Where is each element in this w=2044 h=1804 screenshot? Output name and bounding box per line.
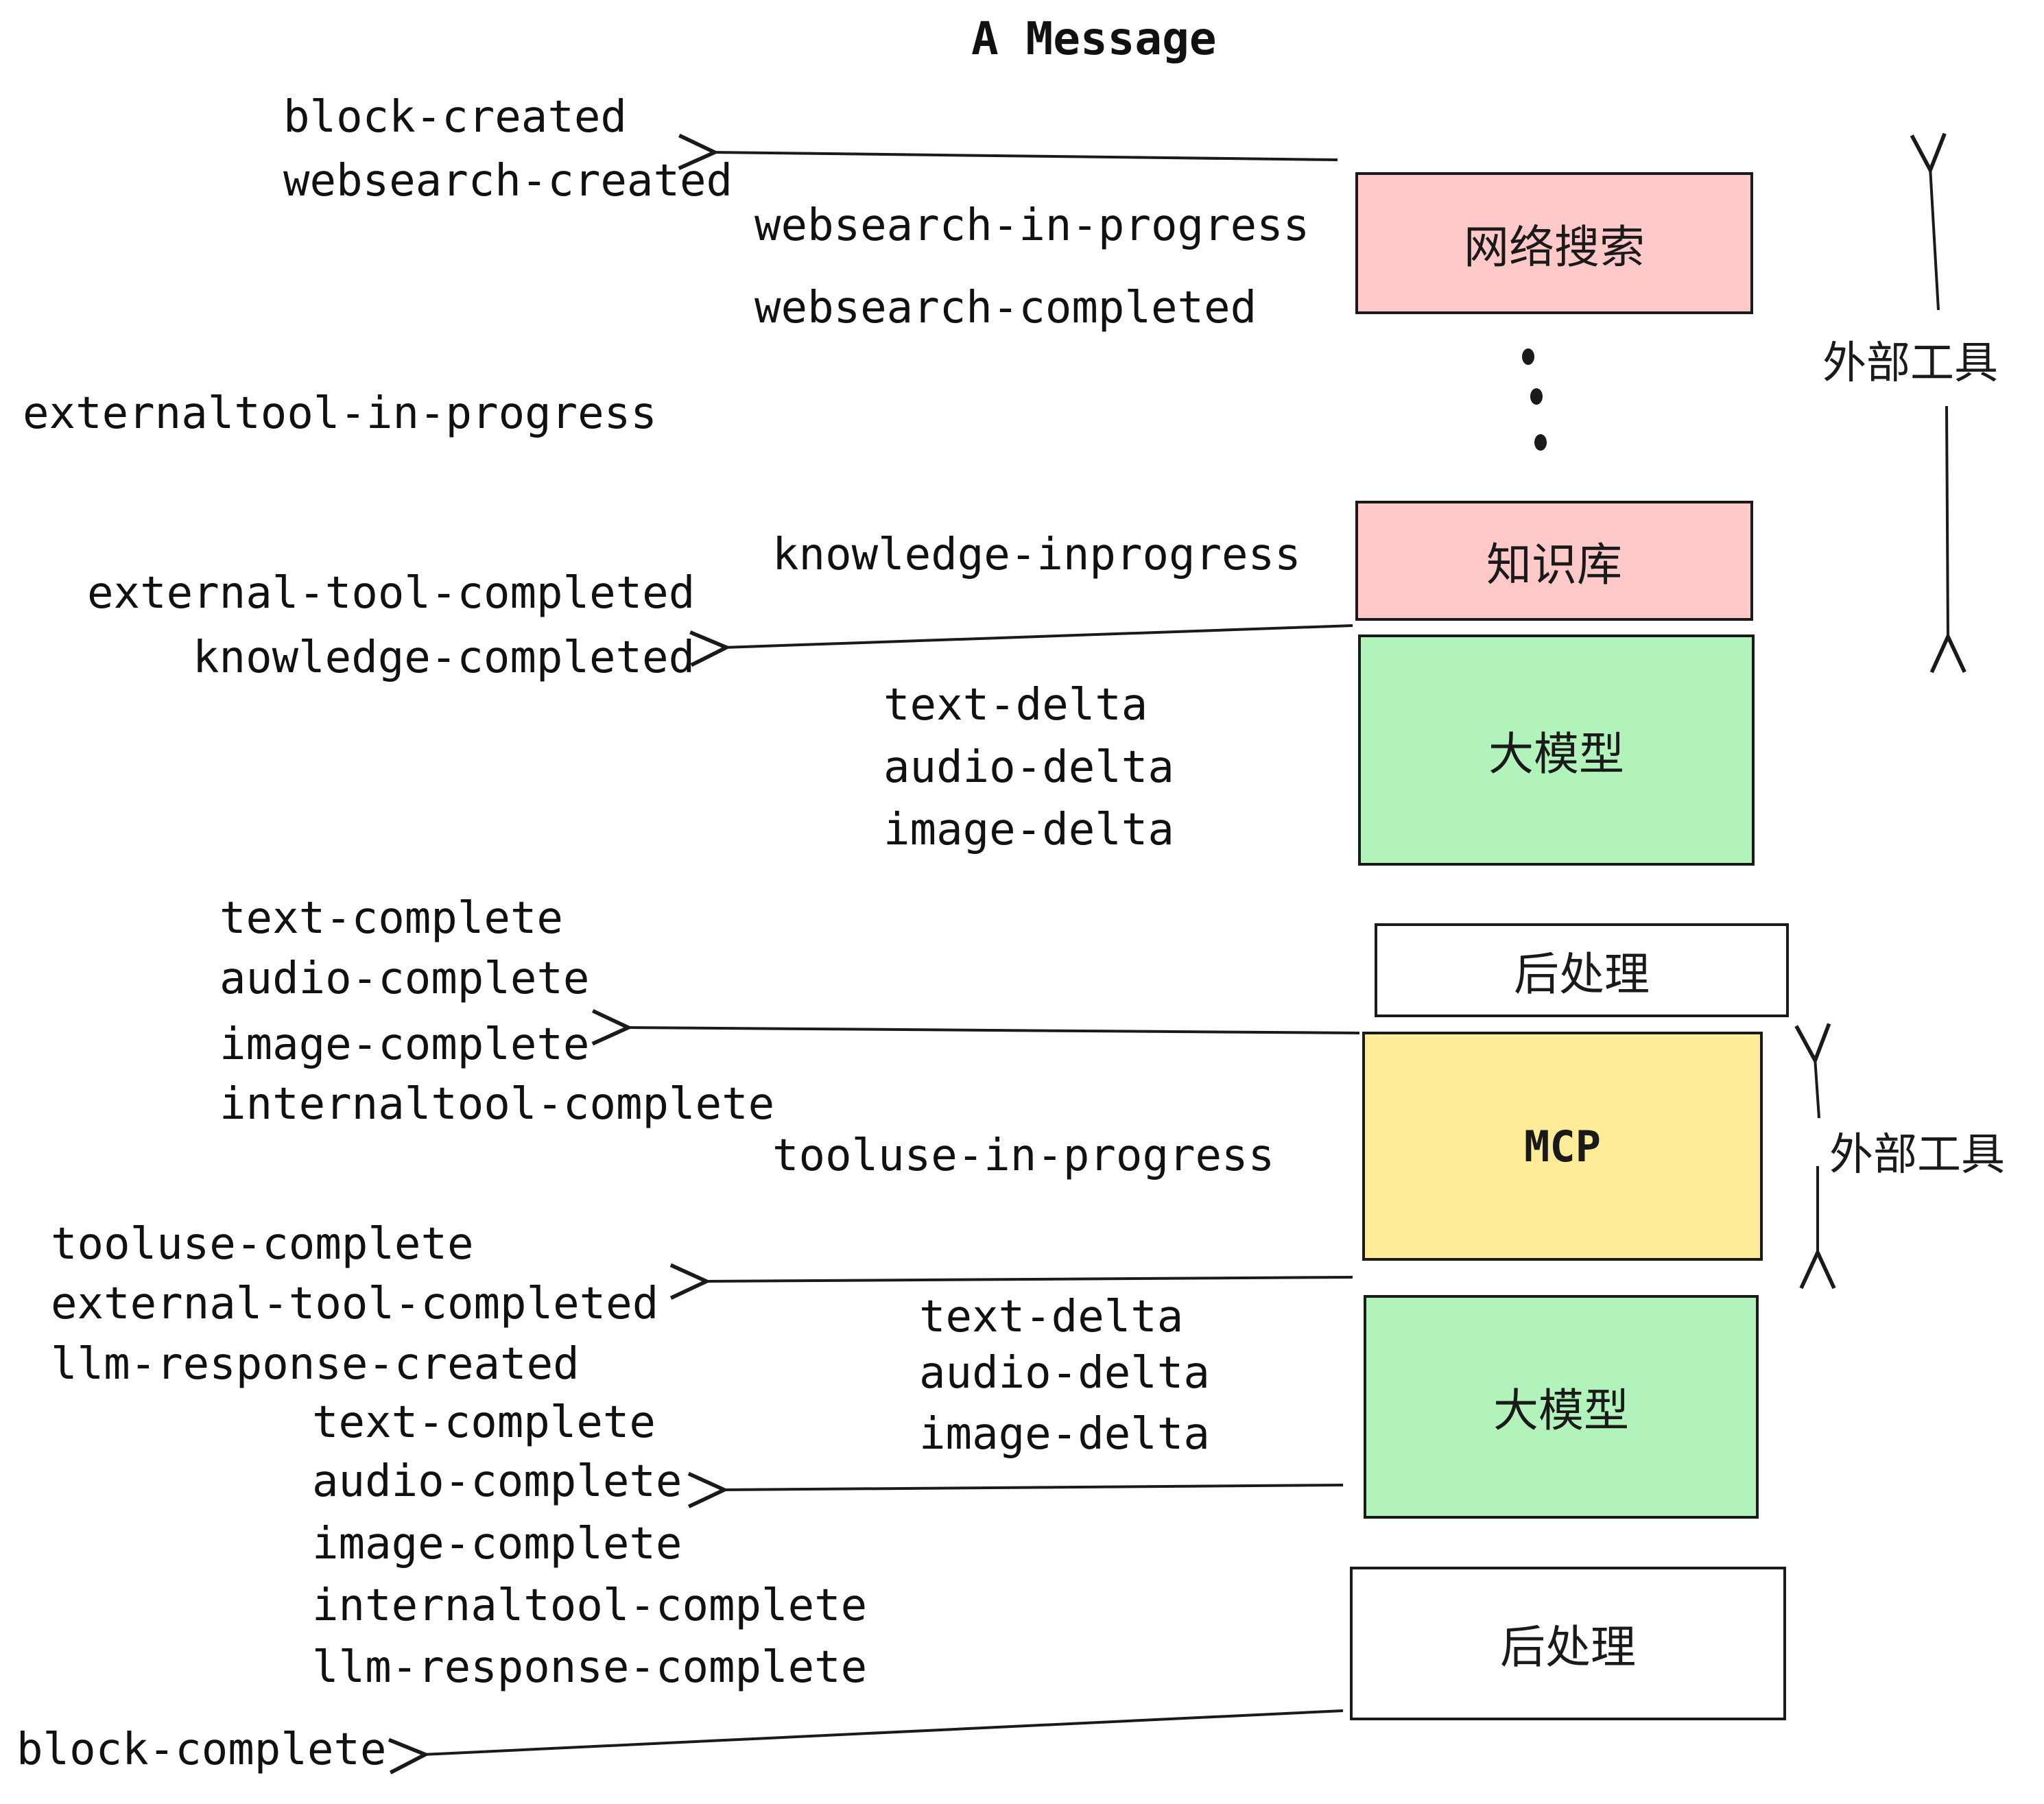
event-text-delta: text-delta xyxy=(883,680,1148,731)
event-audio-delta: audio-delta xyxy=(883,742,1174,793)
event-image-delta-2: image-delta xyxy=(919,1409,1210,1460)
node-llm-1: 大模型 xyxy=(1358,634,1755,866)
node-llm-1-label: 大模型 xyxy=(1488,727,1624,781)
event-audio-delta-2: audio-delta xyxy=(919,1348,1210,1399)
external-tools-label-2: 外部工具 xyxy=(1829,1130,2005,1180)
event-websearch-completed: websearch-completed xyxy=(754,283,1257,333)
ellipsis-dot xyxy=(1522,348,1534,365)
event-text-complete-2: text-complete xyxy=(312,1397,656,1448)
event-external-tool-completed-2: external-tool-completed xyxy=(51,1279,659,1329)
event-image-complete-2: image-complete xyxy=(312,1519,682,1569)
external-tools-arrow-2-up xyxy=(1815,1058,1819,1119)
node-mcp: MCP xyxy=(1362,1032,1763,1261)
node-knowledge-base-label: 知识库 xyxy=(1486,538,1622,591)
event-knowledge-inprogress: knowledge-inprogress xyxy=(772,530,1301,580)
arrow-to-audio-complete xyxy=(722,1485,1344,1490)
node-llm-2-label: 大模型 xyxy=(1493,1384,1629,1437)
node-websearch: 网络搜索 xyxy=(1355,172,1753,314)
event-tooluse-in-progress: tooluse-in-progress xyxy=(772,1130,1275,1181)
external-tools-arrow-1-down xyxy=(1947,405,1948,639)
node-postprocess-2: 后处理 xyxy=(1350,1567,1786,1720)
event-audio-complete: audio-complete xyxy=(219,953,590,1004)
arrow-to-image-complete xyxy=(626,1028,1360,1033)
node-mcp-label: MCP xyxy=(1524,1121,1601,1172)
node-knowledge-base: 知识库 xyxy=(1355,501,1753,621)
external-tools-label-1: 外部工具 xyxy=(1822,338,1998,389)
event-websearch-in-progress: websearch-in-progress xyxy=(754,200,1310,251)
event-externaltool-in-progress: externaltool-in-progress xyxy=(23,388,657,439)
external-tools-arrow-1-up xyxy=(1930,167,1938,311)
event-tooluse-complete: tooluse-complete xyxy=(51,1219,474,1270)
event-knowledge-completed: knowledge-completed xyxy=(193,632,696,683)
ellipsis-dot xyxy=(1530,388,1543,405)
event-image-complete: image-complete xyxy=(219,1019,590,1070)
event-block-complete: block-complete xyxy=(16,1724,387,1775)
event-text-complete: text-complete xyxy=(219,893,563,944)
event-block-created: block-created xyxy=(283,92,627,143)
event-image-delta: image-delta xyxy=(883,805,1174,855)
event-internaltool-complete: internaltool-complete xyxy=(219,1079,775,1130)
event-llm-response-created: llm-response-created xyxy=(51,1339,580,1390)
node-postprocess-1: 后处理 xyxy=(1375,923,1789,1017)
node-postprocess-2-label: 后处理 xyxy=(1500,1621,1636,1674)
node-websearch-label: 网络搜索 xyxy=(1464,220,1645,274)
arrow-to-websearch-created xyxy=(712,152,1338,160)
node-postprocess-1-label: 后处理 xyxy=(1514,947,1650,1001)
event-text-delta-2: text-delta xyxy=(919,1292,1184,1342)
event-websearch-created: websearch-created xyxy=(283,156,733,206)
event-audio-complete-2: audio-complete xyxy=(312,1456,682,1507)
event-external-tool-completed: external-tool-completed xyxy=(87,568,696,619)
arrow-to-block-complete xyxy=(423,1709,1344,1755)
arrow-to-external-tool-completed xyxy=(704,1277,1353,1281)
ellipsis-dot xyxy=(1534,434,1547,451)
diagram-title: A Message xyxy=(971,12,1217,65)
node-llm-2: 大模型 xyxy=(1364,1295,1759,1519)
arrow-to-knowledge-completed xyxy=(724,624,1353,648)
event-internaltool-complete-2: internaltool-complete xyxy=(312,1580,868,1631)
event-llm-response-complete: llm-response-complete xyxy=(312,1642,868,1693)
